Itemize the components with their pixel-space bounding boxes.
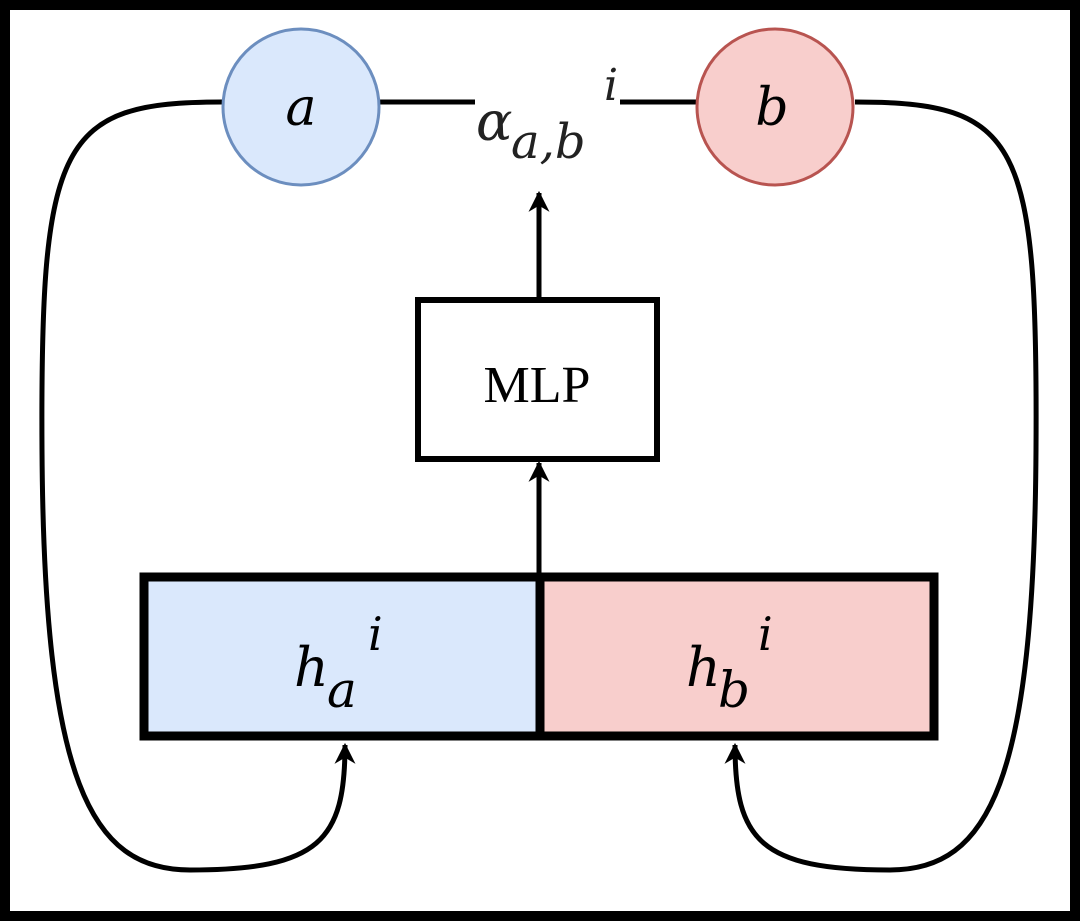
feature-h-b-subscript: b: [718, 661, 750, 719]
node-b-circle: [695, 27, 855, 187]
alpha-symbol: α: [476, 90, 512, 153]
edge-weight-label: α a,b i: [476, 60, 618, 170]
feature-concat: h a i h b i: [139, 572, 939, 741]
feature-h-a-box: [139, 572, 545, 741]
node-b: b: [695, 27, 855, 187]
loop-b-to-hb: [724, 99, 1039, 873]
feature-h-b-superscript: i: [758, 607, 773, 661]
loop-a-to-ha: [39, 99, 356, 873]
feature-h-a-subscript: a: [327, 661, 357, 719]
mlp-box: [415, 297, 660, 462]
feature-h-b-box: [535, 572, 939, 741]
node-b-label: b: [755, 78, 788, 138]
feature-h-a-superscript: i: [368, 607, 383, 661]
mlp-block: MLP: [415, 297, 660, 462]
alpha-superscript: i: [604, 60, 618, 111]
node-a-label: a: [285, 78, 316, 138]
node-a: a: [221, 27, 381, 187]
alpha-subscript: a,b: [511, 114, 586, 170]
mlp-label: MLP: [484, 357, 591, 414]
feature-h-b-base: h: [686, 636, 721, 699]
feature-h-a-base: h: [294, 636, 329, 699]
node-a-circle: [221, 27, 381, 187]
